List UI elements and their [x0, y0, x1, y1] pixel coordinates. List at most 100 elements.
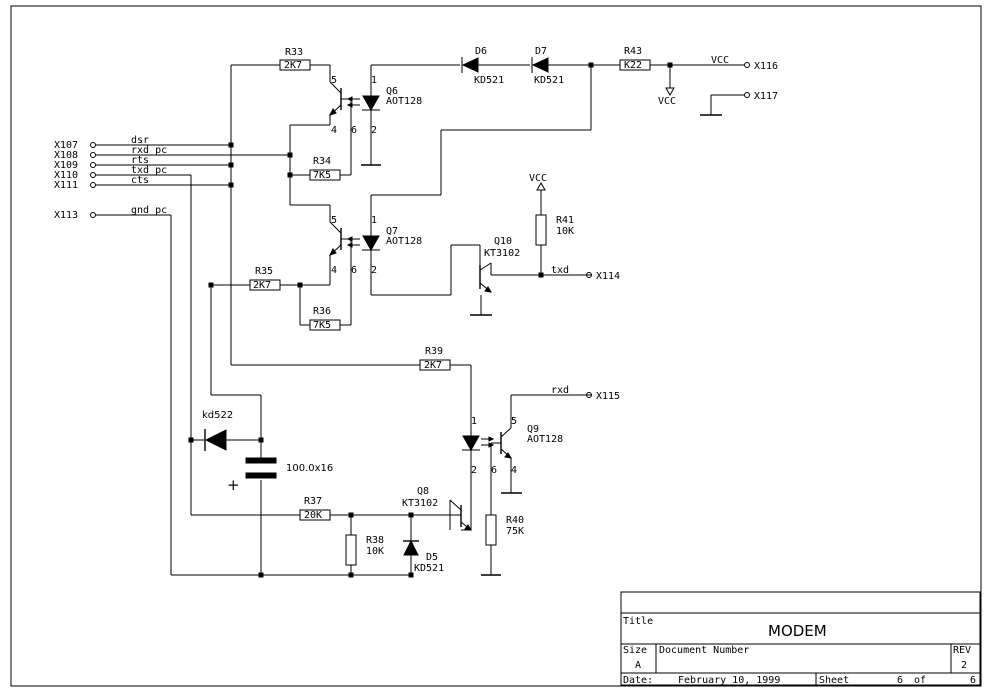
port-x110: X110: [54, 170, 96, 181]
optocoupler-q9: 1 2 5 4 6 Q9 AOT128: [462, 416, 563, 476]
transistor-q8: Q8 KT3102: [402, 486, 472, 531]
diode-d7: D7 KD521: [531, 46, 564, 86]
svg-text:D5: D5: [426, 552, 438, 563]
svg-text:R35: R35: [255, 266, 273, 277]
title-label: Title: [623, 616, 653, 627]
svg-text:Q8: Q8: [417, 486, 429, 497]
resistor-r41: R41 10K: [535, 214, 574, 246]
svg-text:2: 2: [371, 265, 377, 276]
svg-text:6: 6: [351, 125, 357, 136]
svg-text:+: +: [227, 476, 240, 494]
net-label-gnd-pc: gnd pc: [131, 205, 167, 216]
net-label-cts: cts: [131, 175, 149, 186]
svg-text:KD521: KD521: [474, 75, 504, 86]
vcc-symbol-upper: VCC VCC: [658, 55, 729, 107]
svg-text:KT3102: KT3102: [484, 248, 520, 259]
svg-text:5: 5: [331, 215, 337, 226]
net-label-txd: txd: [551, 265, 569, 276]
svg-text:100.0x16: 100.0x16: [286, 463, 333, 474]
svg-text:7K5: 7K5: [313, 320, 331, 331]
resistor-r39: R39 2K7: [419, 346, 451, 371]
svg-text:Q6: Q6: [386, 86, 398, 97]
svg-text:R43: R43: [624, 46, 642, 57]
svg-text:2: 2: [961, 660, 967, 671]
svg-text:2K7: 2K7: [424, 360, 442, 371]
svg-text:R41: R41: [556, 215, 574, 226]
svg-text:R38: R38: [366, 535, 384, 546]
drawing-title: MODEM: [768, 622, 827, 640]
resistor-r40: R40 75K: [485, 514, 524, 546]
lower-wires: [170, 175, 591, 576]
port-x114: X114: [586, 271, 620, 282]
svg-text:5: 5: [331, 75, 337, 86]
net-label-dsr: dsr: [131, 135, 149, 146]
port-label: X109: [54, 160, 78, 171]
svg-text:4: 4: [331, 125, 337, 136]
svg-text:VCC: VCC: [658, 96, 676, 107]
junction-dots: [188, 62, 673, 578]
svg-text:2: 2: [471, 465, 477, 476]
svg-text:R40: R40: [506, 515, 524, 526]
svg-text:6: 6: [897, 675, 903, 686]
upper-wires: [230, 64, 744, 365]
svg-text:R34: R34: [313, 156, 331, 167]
resistor-r35: R35 2K7: [249, 266, 281, 291]
net-label-txd-pc: txd pc: [131, 165, 167, 176]
svg-text:AOT128: AOT128: [386, 96, 422, 107]
svg-text:R36: R36: [313, 306, 331, 317]
resistor-r33: R33 2K7: [279, 47, 311, 71]
svg-text:AOT128: AOT128: [527, 434, 563, 445]
port-x116: X116: [744, 61, 778, 72]
transistor-q10: Q10 KT3102: [479, 236, 520, 293]
svg-text:5: 5: [511, 416, 517, 427]
svg-text:VCC: VCC: [711, 55, 729, 66]
svg-text:Q10: Q10: [494, 236, 512, 247]
port-x113: X113: [54, 210, 96, 221]
port-label: X107: [54, 140, 78, 151]
svg-text:2: 2: [371, 125, 377, 136]
port-label: X110: [54, 170, 78, 181]
svg-text:10K: 10K: [366, 546, 384, 557]
svg-text:of: of: [914, 675, 926, 686]
diode-d6: D6 KD521: [461, 46, 504, 86]
svg-text:X117: X117: [754, 91, 778, 102]
port-label: X108: [54, 150, 78, 161]
svg-text:6: 6: [491, 465, 497, 476]
svg-text:REV: REV: [953, 645, 971, 656]
svg-text:R39: R39: [425, 346, 443, 357]
port-x117: X117: [744, 91, 778, 102]
title-block: Title MODEM Size A Document Number REV 2…: [620, 591, 981, 686]
svg-text:X114: X114: [596, 271, 620, 282]
middle-wires: [210, 190, 591, 396]
svg-text:KD521: KD521: [414, 563, 444, 574]
svg-text:K22: K22: [624, 60, 642, 71]
port-x107: X107: [54, 140, 96, 151]
net-label-rxd: rxd: [551, 385, 569, 396]
svg-text:X115: X115: [596, 391, 620, 402]
svg-text:KT3102: KT3102: [402, 498, 438, 509]
svg-text:D6: D6: [475, 46, 487, 57]
net-label-rts: rts: [131, 155, 149, 166]
svg-text:Q9: Q9: [527, 424, 539, 435]
svg-text:Size: Size: [623, 645, 647, 656]
svg-text:kd522: kd522: [202, 410, 233, 421]
svg-text:4: 4: [331, 265, 337, 276]
svg-text:February 10, 1999: February 10, 1999: [678, 675, 780, 686]
optocoupler-q7: 5 4 6 1 2 Q7 AOT128: [329, 215, 422, 276]
svg-text:1: 1: [371, 75, 377, 86]
vcc-symbol-r41: VCC: [529, 173, 547, 191]
svg-text:KD521: KD521: [534, 75, 564, 86]
svg-text:D7: D7: [535, 46, 547, 57]
resistor-r34: R34 7K5: [309, 156, 341, 181]
svg-text:Document Number: Document Number: [659, 645, 749, 656]
svg-text:6: 6: [351, 265, 357, 276]
svg-text:4: 4: [511, 465, 517, 476]
capacitor-c: 100.0x16 +: [227, 457, 333, 494]
resistor-r37: R37 20K: [299, 496, 331, 521]
optocoupler-q6: 5 4 6 1 2 Q6 AOT128: [329, 75, 422, 136]
svg-text:X116: X116: [754, 61, 778, 72]
svg-text:7K5: 7K5: [313, 170, 331, 181]
svg-text:2K7: 2K7: [284, 60, 302, 71]
svg-text:Date:: Date:: [623, 675, 653, 686]
